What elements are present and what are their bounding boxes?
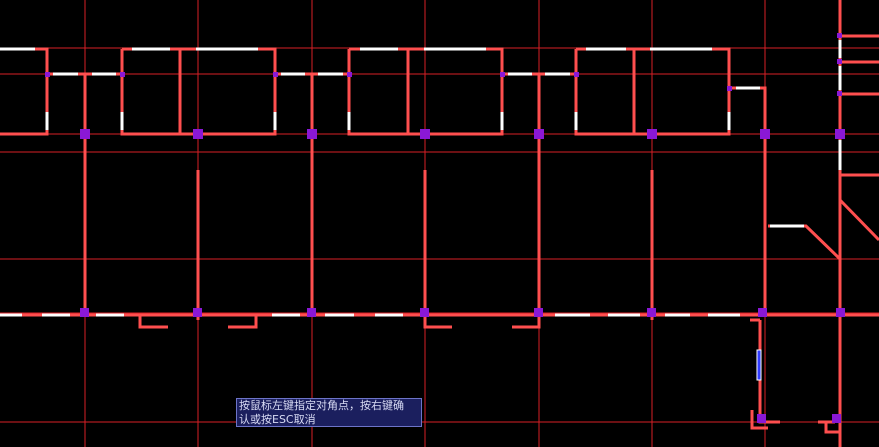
column-grips[interactable]	[45, 33, 845, 423]
command-prompt-tooltip: 按鼠标左键指定对角点，按右键确 认或按ESC取消	[236, 398, 422, 427]
tooltip-line-1: 按鼠标左键指定对角点，按右键确	[239, 399, 404, 412]
selection-marker	[756, 349, 762, 381]
tooltip-line-2: 认或按ESC取消	[239, 413, 316, 426]
window-segments	[0, 40, 842, 317]
